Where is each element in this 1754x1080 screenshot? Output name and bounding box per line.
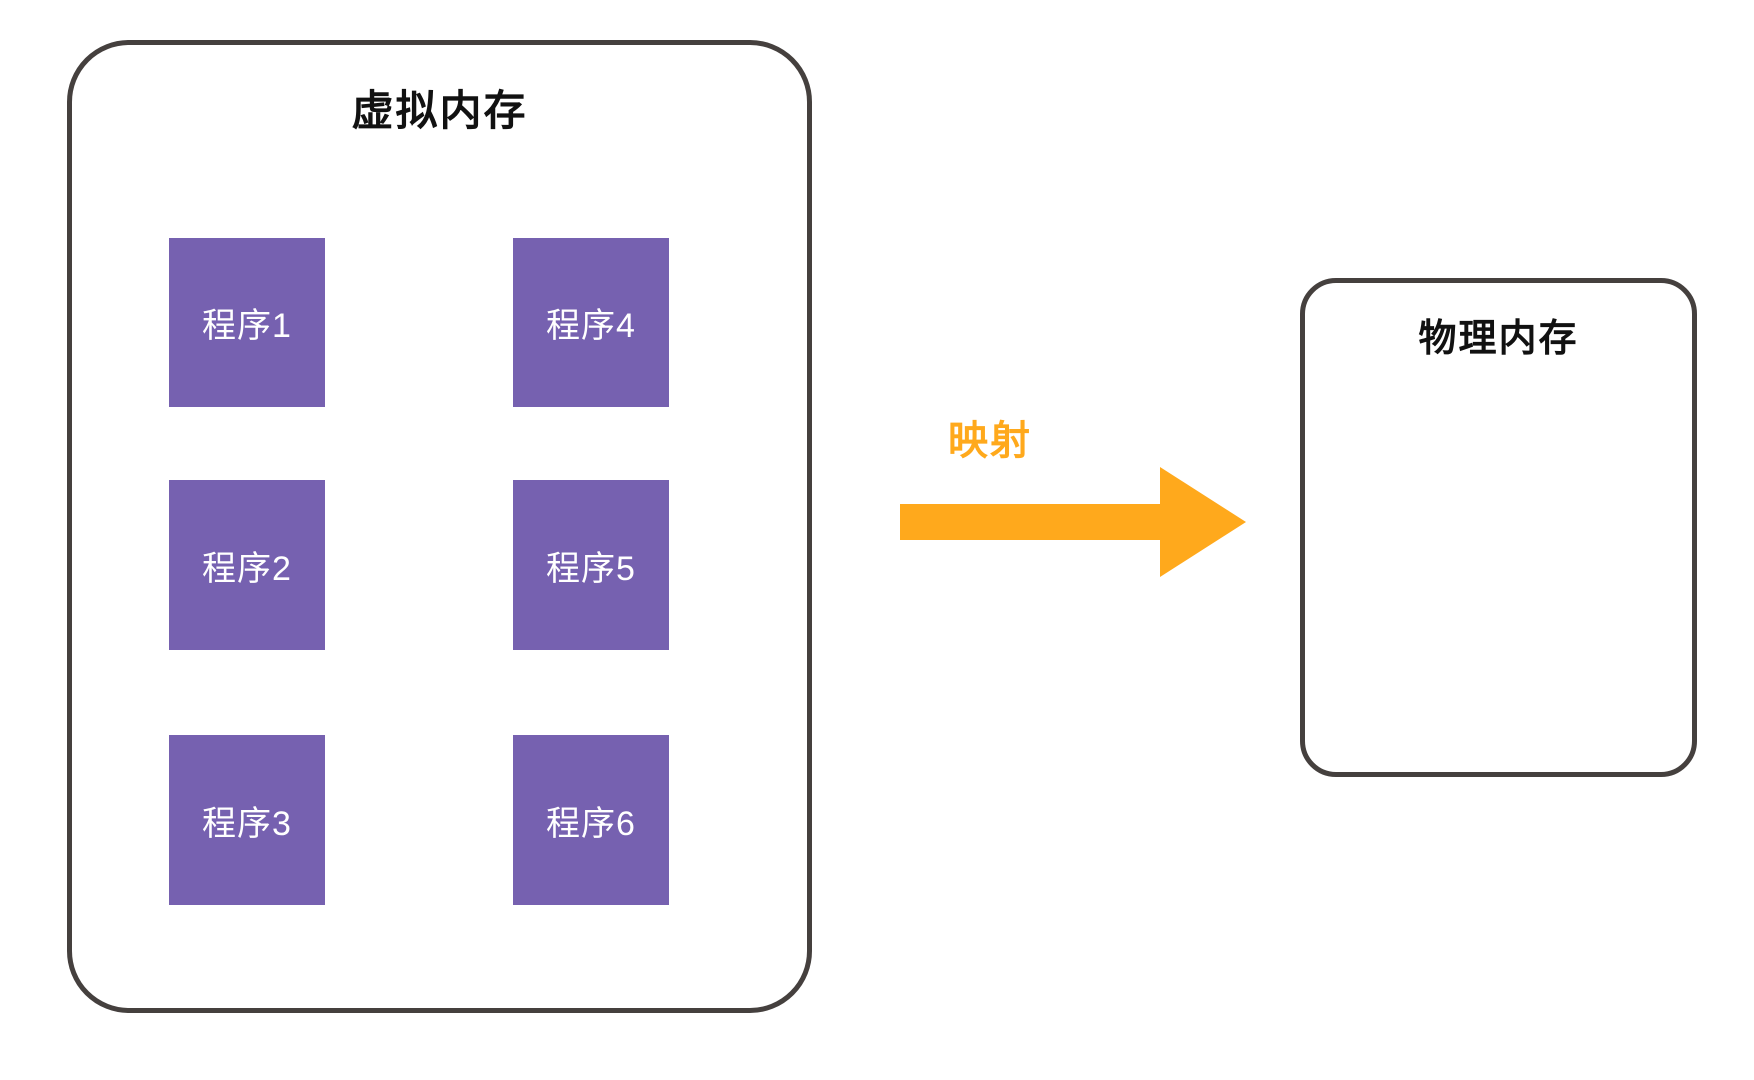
program-block-3: 程序3 — [169, 735, 325, 905]
program-block-5: 程序5 — [513, 480, 669, 650]
program-block-2: 程序2 — [169, 480, 325, 650]
virtual-memory-title: 虚拟内存 — [351, 87, 528, 134]
mapping-arrow-head-icon — [1160, 467, 1246, 577]
program-block-4: 程序4 — [513, 238, 669, 407]
mapping-arrow-shaft — [900, 504, 1162, 540]
program-block-1: 程序1 — [169, 238, 325, 407]
program-block-6: 程序6 — [513, 735, 669, 905]
physical-memory-box: 物理内存 — [1300, 278, 1697, 777]
mapping-label: 映射 — [948, 419, 1032, 463]
physical-memory-title: 物理内存 — [1418, 318, 1579, 360]
